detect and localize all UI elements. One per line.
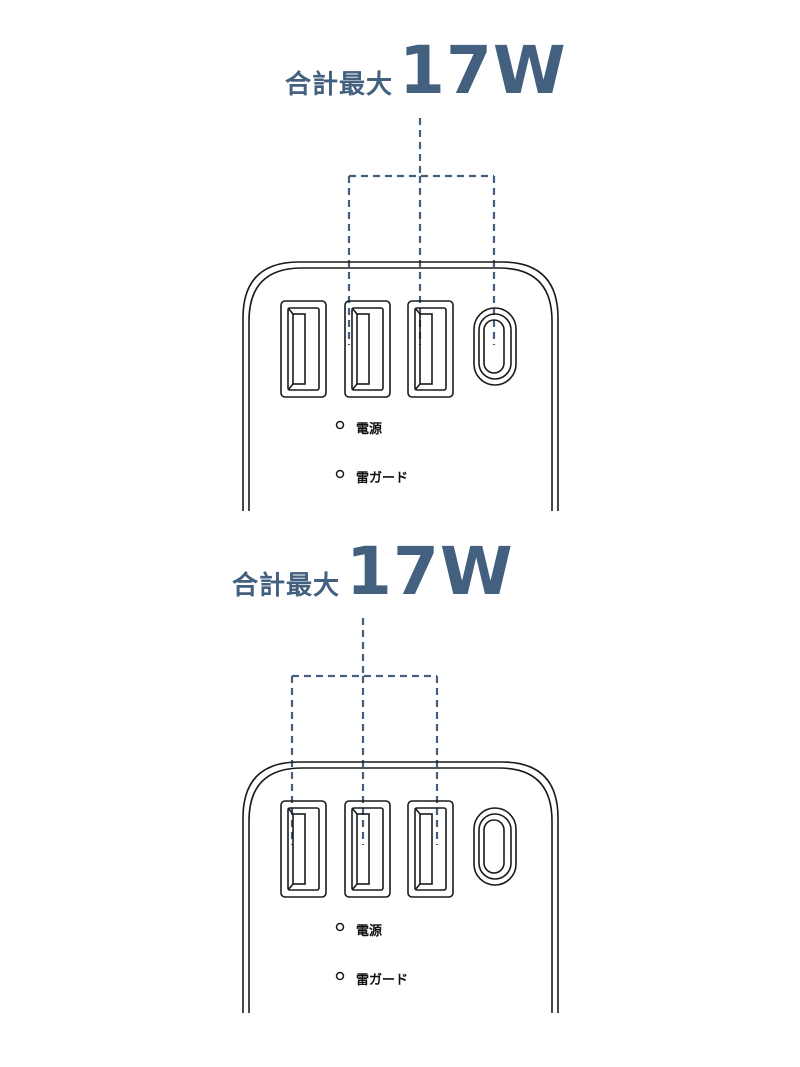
total-max-value: 17W — [346, 533, 514, 610]
total-max-label: 合計最大 — [285, 70, 394, 100]
power-led-icon — [335, 922, 345, 932]
surge-led-icon — [335, 971, 345, 981]
power-indicator-label: 電源 — [356, 422, 383, 437]
total-max-heading: 合計最大 17W — [285, 32, 567, 109]
power-strip-body — [242, 761, 559, 1013]
usb-a-port-3 — [407, 300, 454, 398]
usb-a-port-2 — [344, 800, 391, 898]
power-indicator-label: 電源 — [356, 924, 383, 939]
usb-a-port-1 — [280, 800, 327, 898]
surge-led-icon — [335, 469, 345, 479]
usb-c-port — [473, 807, 517, 886]
dashed-bracket — [290, 618, 439, 845]
total-max-label: 合計最大 — [232, 571, 341, 601]
usb-c-port — [473, 307, 517, 386]
total-max-heading: 合計最大 17W — [232, 533, 514, 610]
diagram-panel-top: 合計最大 17W — [0, 0, 800, 520]
total-max-value: 17W — [399, 32, 567, 109]
surge-guard-indicator-label: 雷ガード — [356, 471, 409, 486]
usb-a-port-2 — [344, 300, 391, 398]
dashed-bracket — [347, 118, 496, 345]
usb-a-port-1 — [280, 300, 327, 398]
power-led-icon — [335, 420, 345, 430]
usb-a-port-3 — [407, 800, 454, 898]
power-strip-body — [242, 261, 559, 511]
power-strip-illustration — [242, 618, 559, 1013]
diagram-panel-bottom: 合計最大 17W — [0, 500, 800, 1020]
power-strip-illustration — [242, 118, 559, 511]
surge-guard-indicator-label: 雷ガード — [356, 973, 409, 988]
